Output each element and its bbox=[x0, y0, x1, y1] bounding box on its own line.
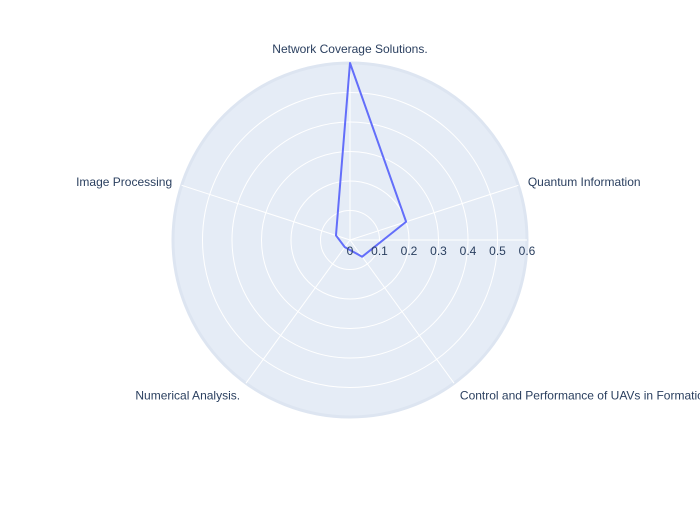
radial-tick-label: 0.3 bbox=[430, 244, 447, 258]
radial-tick-label: 0.1 bbox=[371, 244, 388, 258]
category-label: Numerical Analysis. bbox=[135, 388, 240, 402]
category-label: Network Coverage Solutions. bbox=[272, 42, 427, 56]
category-label: Control and Performance of UAVs in Forma… bbox=[460, 388, 700, 402]
radial-tick-label: 0.4 bbox=[460, 244, 477, 258]
radial-tick-label: 0.6 bbox=[519, 244, 536, 258]
radial-tick-label: 0 bbox=[347, 244, 354, 258]
radial-tick-label: 0.2 bbox=[401, 244, 418, 258]
category-label: Quantum Information bbox=[528, 175, 641, 189]
radial-tick-label: 0.5 bbox=[489, 244, 506, 258]
category-label: Image Processing bbox=[76, 175, 172, 189]
